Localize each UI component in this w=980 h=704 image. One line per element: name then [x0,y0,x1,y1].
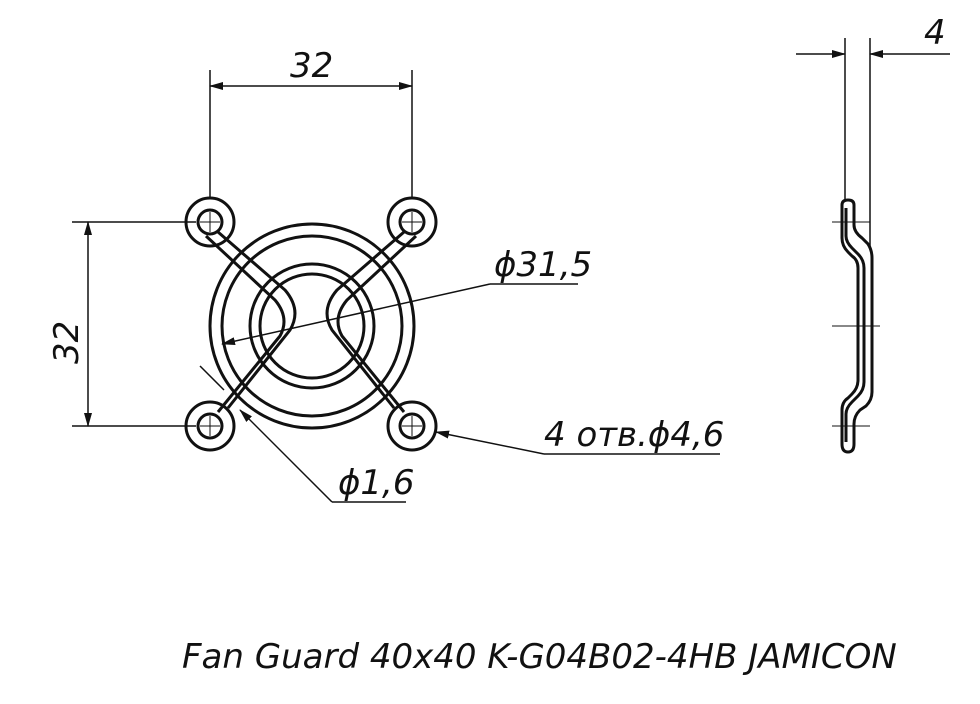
dim-holes: 4 отв.ϕ4,6 [435,415,724,455]
dim-ring-diameter-label: ϕ31,5 [494,245,592,285]
inner-ring [248,262,376,390]
wire-cross [204,230,418,413]
side-view: 4 [796,13,950,454]
hole-centerlines [200,212,422,436]
dim-wire-diameter-label: ϕ1,6 [338,463,415,503]
mounting-hole-br [386,400,438,452]
dim-thickness-label: 4 [924,13,946,53]
dim-holes-label: 4 отв.ϕ4,6 [544,415,724,455]
drawing-title: Fan Guard 40x40 K-G04B02-4HB JAMICON [182,637,897,677]
dim-left-height: 32 [47,221,196,427]
dim-top-width: 32 [209,46,413,198]
side-profile-outer [840,198,874,454]
outer-ring [208,222,416,430]
dim-top-width-label: 32 [290,46,333,86]
front-view: 32 32 ϕ31,5 ϕ1,6 4 отв.ϕ4,6 [47,46,724,503]
side-profile-inner [844,208,866,442]
outer-ring-inner-edge [220,234,404,418]
dim-left-height-label: 32 [47,321,87,364]
inner-ring-inner-edge [258,272,366,380]
dim-wire-diameter: ϕ1,6 [199,365,415,503]
dim-ring-diameter: ϕ31,5 [221,245,592,346]
